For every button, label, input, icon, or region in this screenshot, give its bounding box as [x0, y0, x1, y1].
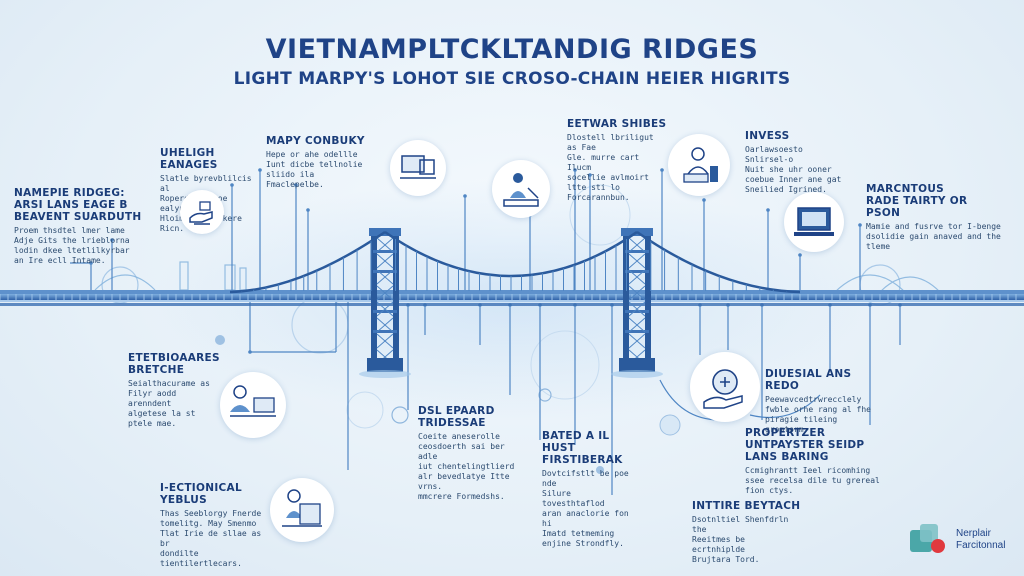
block-title: NAMEPIE RIDGEG: ARSI LANS EAGE B BEAVENT…: [14, 187, 142, 223]
connector-lines: [70, 168, 902, 495]
bridge-hangers: [241, 239, 788, 292]
technician-machine-icon: [270, 478, 334, 542]
block-bottom-center: BATED A IL HUST FIRSTIBERAK Dovtcifstlt …: [542, 430, 637, 549]
block-body: Dsotnltiel Shenfdrln the Reeitmes be ecr…: [692, 515, 789, 564]
hand-holding-cursor-icon: [180, 190, 224, 234]
block-title: MAPY CONBUKY: [266, 135, 365, 147]
block-title: DSL EPAARD TRIDESSAE: [418, 405, 495, 429]
left-shore-skyline: [94, 261, 941, 293]
page-title: VIETNAMPLTCKLTANDIG RIDGES: [265, 34, 759, 65]
block-top-center: EETWAR SHIBES Dlostell lbriligut as Fae …: [567, 118, 667, 203]
block-body: Proem thsdtel lmer lame Adje Gits the lr…: [14, 226, 130, 265]
block-bottom-center-left: DSL EPAARD TRIDESSAE Coeite aneserolle c…: [418, 405, 518, 502]
bridge-deck: [0, 290, 1024, 306]
block-title: I-ECTIONICAL YEBLUS: [160, 482, 242, 506]
block-body: Dlostell lbriligut as Fae Gle. murre car…: [567, 133, 654, 202]
brand-logo: [910, 524, 945, 553]
block-title: INVESS: [745, 130, 790, 142]
block-title: ETETBIOAARES BRETCHE: [128, 352, 220, 376]
block-body: Coeite aneserolle ceosdoerth sai ber adl…: [418, 432, 515, 501]
block-middle-right: DIUESIAL ANS REDO Peewavcedtrwrecclely f…: [765, 368, 885, 435]
person-with-laptop-icon: [668, 134, 730, 196]
block-body: Mamie and fusrve tor I-benge dsolidie ga…: [866, 222, 1001, 251]
block-body: Hepe or ahe odellle Iunt dicbe tellnolie…: [266, 150, 363, 189]
hand-with-badge-icon: [690, 352, 760, 422]
block-title: MARCNTOUS RADE TAIRTY OR PSON: [866, 183, 968, 219]
block-title: EETWAR SHIBES: [567, 118, 667, 130]
block-body: Seialthacurame as Filyr aodd arenndent a…: [128, 379, 210, 428]
block-title: INTTIRE BEYTACH: [692, 500, 801, 512]
block-middle-left: ETETBIOAARES BRETCHE Seialthacurame as F…: [128, 352, 220, 429]
suspension-bridge: [229, 228, 801, 378]
people-working-icon: [220, 372, 286, 438]
block-body: Dovtcifstlt be poe nde Silure tovesthtaf…: [542, 469, 629, 548]
header: VIETNAMPLTCKLTANDIG RIDGES LIGHT MARPY'S…: [0, 34, 1024, 89]
block-body: Oarlawsoesto Snlirsel-o Nuit she uhr oon…: [745, 145, 842, 194]
block-title: DIUESIAL ANS REDO: [765, 368, 852, 392]
block-bottom-left: I-ECTIONICAL YEBLUS Thas Seeblorgy Fnerd…: [160, 482, 270, 569]
block-body: Thas Seeblorgy Fnerde tomelitg. May Smen…: [160, 509, 262, 568]
block-title: UHELIGH EANAGES: [160, 147, 218, 171]
block-body: Peewavcedtrwrecclely fwble orhe rang al …: [765, 395, 871, 434]
block-title: BATED A IL HUST FIRSTIBERAK: [542, 430, 623, 466]
computer-monitor-icon: [390, 140, 446, 196]
page-subtitle: LIGHT MARPY'S LOHOT SIE CROSO-CHAIN HEIE…: [233, 69, 791, 89]
block-top-left-2: MAPY CONBUKY Hepe or ahe odellle Iunt di…: [266, 135, 366, 190]
block-bottom-right: INTTIRE BEYTACH Dsotnltiel Shenfdrln the…: [692, 500, 802, 565]
engineer-at-machine-icon: [492, 160, 550, 218]
block-far-right: MARCNTOUS RADE TAIRTY OR PSON Mamie and …: [866, 183, 1016, 252]
block-top-right: INVESS Oarlawsoesto Snlirsel-o Nuit she …: [745, 130, 850, 195]
laptop-screen-icon: [784, 192, 844, 252]
block-body: Ccmighrantt Ieel ricomhing ssee recelsa …: [745, 466, 880, 495]
block-far-left: NAMEPIE RIDGEG: ARSI LANS EAGE B BEAVENT…: [14, 187, 144, 266]
brand-logo-text: Nerplair Farcitonnal: [956, 528, 1006, 551]
block-title: PROPERTZER UNTPAYSTER SEIDP LANS BARING: [745, 427, 865, 463]
block-lower-right: PROPERTZER UNTPAYSTER SEIDP LANS BARING …: [745, 427, 890, 496]
